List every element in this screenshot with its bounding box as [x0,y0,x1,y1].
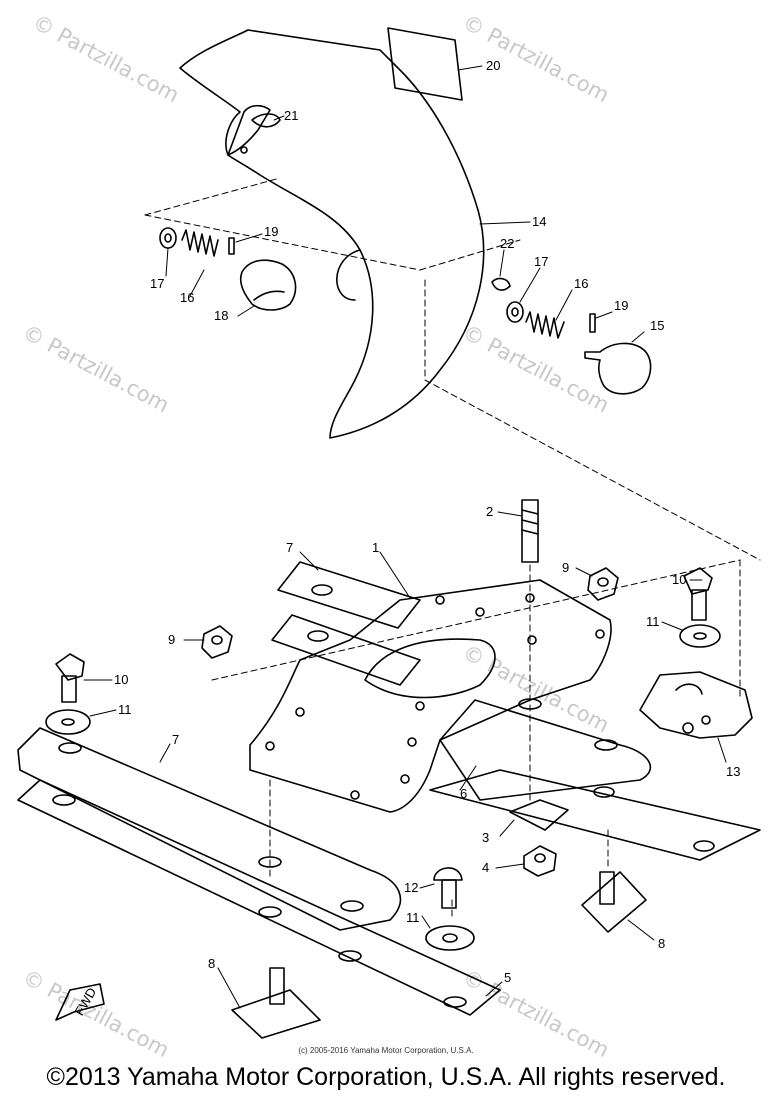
bolt-12 [433,867,463,909]
callout-17-left: 17 [150,276,164,291]
knob-18 [239,259,297,311]
copyright-main: ©2013 Yamaha Motor Corporation, U.S.A. A… [46,1063,726,1091]
pin-19-left [228,237,235,255]
plate-7-lower [17,727,402,931]
callout-3: 3 [482,830,489,845]
callout-12: 12 [404,880,418,895]
spring-16-left [181,229,219,257]
leader-lines [83,65,727,1009]
callout-13: 13 [726,764,740,779]
callout-7-lower: 7 [172,732,179,747]
callout-15: 15 [650,318,664,333]
callout-11-center: 11 [406,910,420,925]
emblem-21 [251,113,281,128]
bracket-1 [249,579,612,813]
bolt-10-right [683,567,713,621]
exploded-parts-diagram: FWD 1 2 3 [17,27,761,1039]
callout-9-left: 9 [168,632,175,647]
washer-17-left [159,227,177,249]
plate-7-upper [271,561,421,686]
tab-3 [509,799,569,831]
callout-8-left: 8 [208,956,215,971]
nut-4 [523,845,557,877]
callout-2: 2 [486,504,493,519]
knob-15 [584,342,652,395]
callout-9-right: 9 [562,560,569,575]
badge-20 [387,27,463,101]
callout-14: 14 [532,214,546,229]
callout-8-right: 8 [658,936,665,951]
callout-7-upper: 7 [286,540,293,555]
bolt-8-left [231,967,321,1039]
washer-11-right [679,624,721,648]
callout-20: 20 [486,58,500,73]
bolt-8-right [581,871,647,933]
plate-5 [17,779,501,1016]
washer-11-left [45,709,91,735]
bolt-10-left [55,653,85,703]
guide-lines-upper [144,177,761,701]
plate-6 [439,698,652,801]
callout-10-right: 10 [672,572,686,587]
copyright-small: (c) 2005-2016 Yamaha Motor Corporation, … [298,1046,474,1055]
callout-1: 1 [372,540,379,555]
tail-cover-14 [179,29,485,439]
stud-2 [521,499,539,563]
pin-19-right [589,313,596,333]
callout-22: 22 [500,236,514,251]
washer-17-right [506,301,524,323]
callout-19-right: 19 [614,298,628,313]
bracket-13 [639,671,753,739]
callout-17-right: 17 [534,254,548,269]
callout-16-left: 16 [180,290,194,305]
washer-11-center [425,925,475,951]
fwd-arrow-icon: FWD [55,983,105,1021]
spring-16-right [525,311,565,339]
svg-text:FWD: FWD [72,985,100,1018]
plate-13-long [429,769,761,861]
callout-5: 5 [504,970,511,985]
callout-6: 6 [460,786,467,801]
callout-10-left: 10 [114,672,128,687]
callout-21: 21 [284,108,298,123]
clip-22 [491,277,511,291]
guide-lines-lower [269,564,609,921]
callout-labels: 1 2 3 4 5 6 7 7 8 8 9 9 10 10 11 11 11 1… [114,58,740,985]
nut-9-left [201,625,233,659]
callout-4: 4 [482,860,489,875]
callout-11-right: 11 [646,614,660,629]
callout-19-left: 19 [264,224,278,239]
nut-9-right [587,567,619,601]
callout-11-left: 11 [118,702,132,717]
callout-18: 18 [214,308,228,323]
callout-16-right: 16 [574,276,588,291]
